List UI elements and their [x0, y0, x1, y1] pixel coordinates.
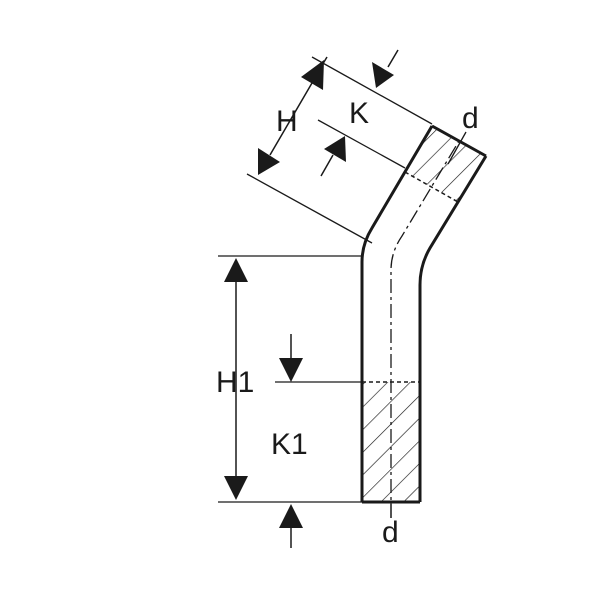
label-h1: H1 [216, 366, 254, 399]
dimension-k1 [279, 334, 303, 548]
extension-top [311, 56, 433, 125]
label-k: K [349, 97, 369, 130]
leader-lines-d [390, 131, 467, 518]
label-k1: K1 [271, 428, 308, 461]
pipe-centerline [390, 140, 460, 518]
dimension-h1 [224, 258, 248, 500]
pipe-left-wall [360, 125, 434, 502]
leader-d-top [447, 131, 467, 165]
socket-depth-lines [362, 171, 459, 383]
label-h: H [276, 105, 298, 138]
extension-h-bottom [246, 173, 373, 244]
label-d-top: d [462, 102, 479, 135]
dimension-k [320, 49, 399, 177]
dimension-h [258, 56, 328, 175]
pipe-right-wall [418, 155, 488, 502]
extension-lines [218, 56, 433, 503]
extension-k-bottom [317, 119, 406, 169]
label-d-bottom: d [382, 516, 399, 549]
